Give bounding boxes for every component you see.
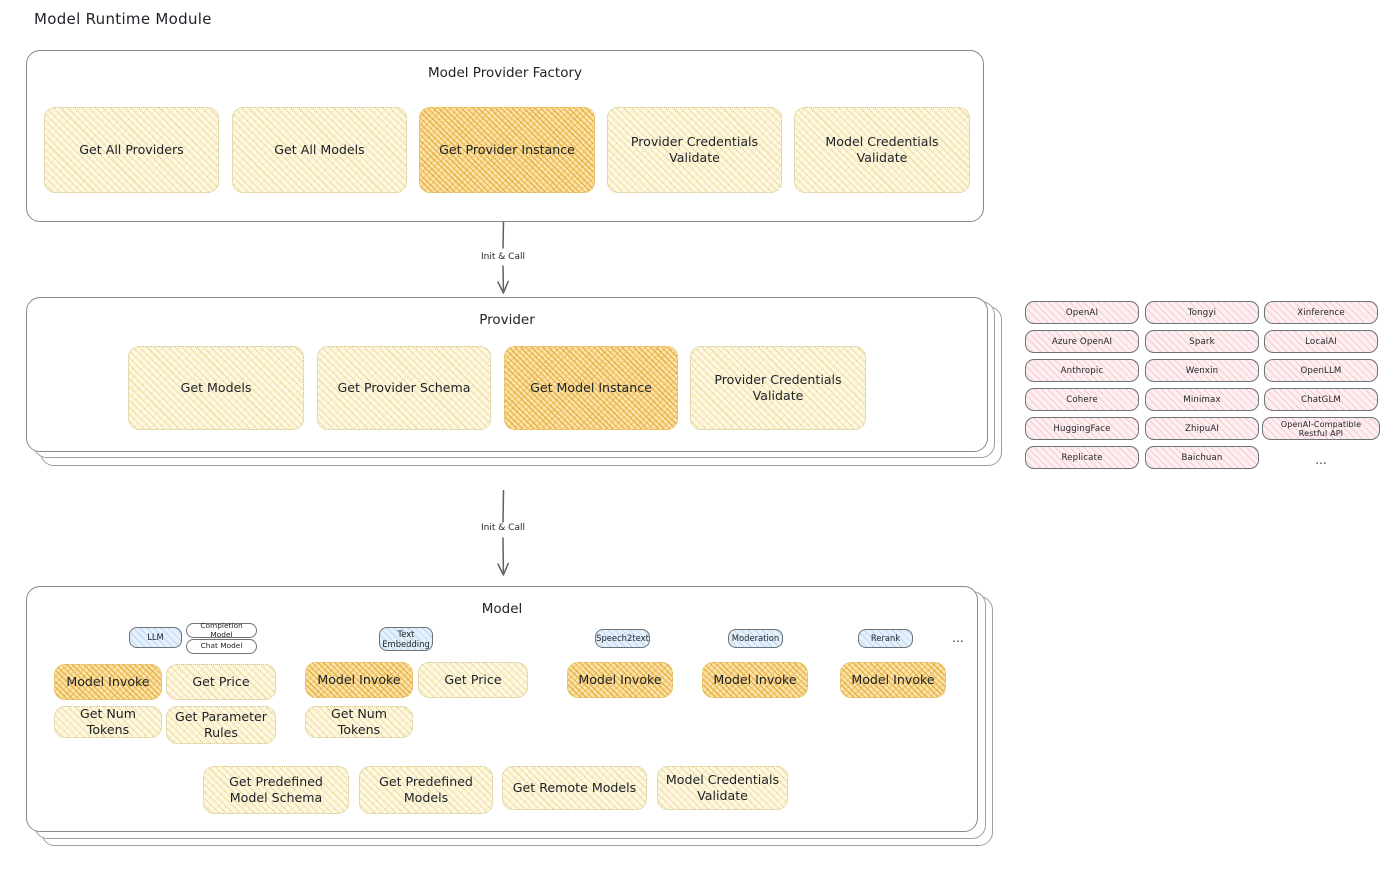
fnbox-get-predefined-model-schema[interactable]: Get Predefined Model Schema [203, 766, 349, 814]
fnbox-get-provider-schema[interactable]: Get Provider Schema [317, 346, 491, 430]
provider-pill-localai[interactable]: LocalAI [1264, 330, 1378, 353]
model-title: Model [481, 601, 523, 617]
fnbox-get-remote-models[interactable]: Get Remote Models [502, 766, 647, 810]
fnbox-provider-credentials-validate[interactable]: Provider Credentials Validate [607, 107, 782, 193]
provider-pill-zhipuai[interactable]: ZhipuAI [1145, 417, 1259, 440]
arrow-2-icon [497, 489, 509, 576]
arrow-provider-to-model: Init & Call [468, 489, 538, 582]
provider-pill-xinference[interactable]: Xinference [1264, 301, 1378, 324]
fnbox-moderation-model-invoke[interactable]: Model Invoke [702, 662, 808, 698]
provider-pill-replicate[interactable]: Replicate [1025, 446, 1139, 469]
provider-pill-wenxin[interactable]: Wenxin [1145, 359, 1259, 382]
fnbox-get-model-instance[interactable]: Get Model Instance [504, 346, 678, 430]
badge-speech2text[interactable]: Speech2text [595, 629, 650, 648]
fnbox-get-all-models[interactable]: Get All Models [232, 107, 407, 193]
arrow-2-label: Init & Call [481, 523, 525, 533]
fnbox-rerank-model-invoke[interactable]: Model Invoke [840, 662, 946, 698]
provider-pill-openllm[interactable]: OpenLLM [1264, 359, 1378, 382]
badge-rerank[interactable]: Rerank [858, 629, 913, 648]
fnbox-llm-get-price[interactable]: Get Price [166, 664, 276, 700]
provider-pill-chatglm[interactable]: ChatGLM [1264, 388, 1378, 411]
provider-pill-anthropic[interactable]: Anthropic [1025, 359, 1139, 382]
badge-chat-model[interactable]: Chat Model [186, 639, 257, 654]
badge-moderation[interactable]: Moderation [728, 629, 783, 648]
badge-llm[interactable]: LLM [129, 627, 182, 648]
fnbox-llm-model-invoke[interactable]: Model Invoke [54, 664, 162, 700]
page-title: Model Runtime Module [34, 10, 212, 28]
fnbox-text-embedding-model-invoke[interactable]: Model Invoke [305, 662, 413, 698]
badge-completion-model[interactable]: Completion Model [186, 621, 257, 638]
provider-pill-minimax[interactable]: Minimax [1145, 388, 1259, 411]
badge-text-embedding[interactable]: Text Embedding [379, 627, 433, 651]
fnbox-text-embedding-get-price[interactable]: Get Price [418, 662, 528, 698]
fnbox-llm-get-num-tokens[interactable]: Get Num Tokens [54, 706, 162, 738]
fnbox-speech2text-model-invoke[interactable]: Model Invoke [567, 662, 673, 698]
fnbox-get-predefined-models[interactable]: Get Predefined Models [359, 766, 493, 814]
provider-pill-baichuan[interactable]: Baichuan [1145, 446, 1259, 469]
provider-pill-openai-compatible-restful-api[interactable]: OpenAI-Compatible Restful API [1262, 417, 1380, 440]
fnbox-model-credentials-validate-2[interactable]: Model Credentials Validate [657, 766, 788, 810]
model-types-more: ... [952, 631, 964, 645]
fnbox-llm-get-parameter-rules[interactable]: Get Parameter Rules [166, 706, 276, 744]
provider-pill-openai[interactable]: OpenAI [1025, 301, 1139, 324]
fnbox-model-credentials-validate[interactable]: Model Credentials Validate [794, 107, 970, 193]
provider-pill-spark[interactable]: Spark [1145, 330, 1259, 353]
model-provider-factory-title: Model Provider Factory [427, 65, 582, 81]
fnbox-get-provider-instance[interactable]: Get Provider Instance [419, 107, 595, 193]
provider-pill-tongyi[interactable]: Tongyi [1145, 301, 1259, 324]
arrow-1-icon [497, 221, 509, 294]
fnbox-provider-credentials-validate-2[interactable]: Provider Credentials Validate [690, 346, 866, 430]
provider-title: Provider [479, 312, 535, 328]
provider-pill-huggingface[interactable]: HuggingFace [1025, 417, 1139, 440]
provider-pill-azure-openai[interactable]: Azure OpenAI [1025, 330, 1139, 353]
arrow-1-label: Init & Call [481, 252, 525, 262]
fnbox-text-embedding-get-num-tokens[interactable]: Get Num Tokens [305, 706, 413, 738]
fnbox-get-models[interactable]: Get Models [128, 346, 304, 430]
fnbox-get-all-providers[interactable]: Get All Providers [44, 107, 219, 193]
provider-list-more: ... [1315, 453, 1327, 467]
arrow-factory-to-provider: Init & Call [468, 221, 538, 300]
provider-pill-cohere[interactable]: Cohere [1025, 388, 1139, 411]
